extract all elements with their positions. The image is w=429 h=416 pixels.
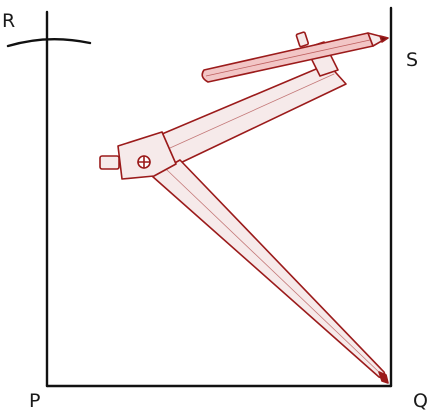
compass-handle <box>99 155 120 170</box>
label-s: S <box>406 49 418 71</box>
label-r: R <box>2 10 15 32</box>
pencil-tip <box>367 32 388 47</box>
compass-upper-arm <box>161 63 347 166</box>
compass-hinge <box>117 131 177 180</box>
compass-icon <box>99 31 389 384</box>
pencil-lead <box>379 35 389 43</box>
pencil-body <box>201 32 374 83</box>
compass-lower-arm <box>151 159 388 381</box>
pencil-icon <box>201 32 389 83</box>
label-q: Q <box>413 390 428 412</box>
arc-at-r <box>6 37 92 48</box>
hinge-screw-icon <box>137 155 151 169</box>
construction-lines <box>6 6 393 388</box>
compass-needle-tip <box>378 371 389 384</box>
label-p: P <box>29 390 40 412</box>
